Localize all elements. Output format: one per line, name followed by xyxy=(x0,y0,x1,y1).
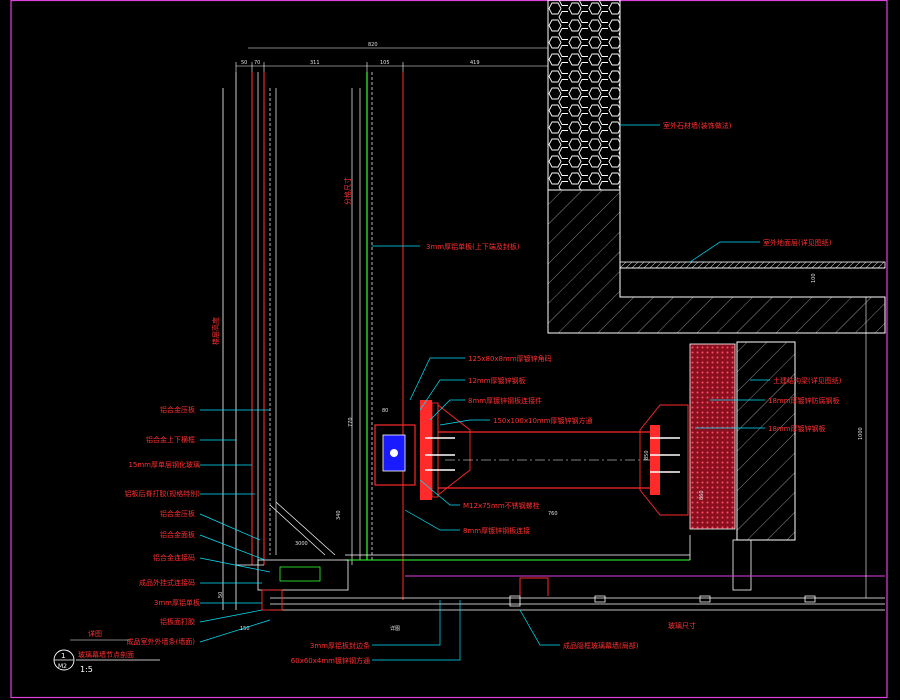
label-center-3: 12mm厚镀锌钢板 xyxy=(468,376,526,385)
label-right-2: 室外地面层(详见图纸) xyxy=(763,238,832,247)
label-center-8: 3mm厚铝板封边条 xyxy=(310,641,370,650)
label-center-7: 8mm厚镀锌钢板连接 xyxy=(463,526,530,535)
label-right-4: 18mm厚镀锌防腐钢板 xyxy=(768,396,840,405)
dim-860: 860 xyxy=(699,490,705,500)
label-left-6: 铝合金面板 xyxy=(160,530,195,539)
dim-760: 760 xyxy=(548,511,558,517)
detail-title: 玻璃幕墙节点剖面 xyxy=(78,650,134,659)
dim-right-step: 100 xyxy=(811,273,817,283)
detail-scale: 1:5 xyxy=(80,665,93,674)
note-grid-size: 分格尺寸 xyxy=(343,177,352,205)
dim-150: 3000 xyxy=(295,541,308,547)
dim-seg-5: 419 xyxy=(470,60,480,66)
label-left-3: 15mm厚单层钢化玻璃 xyxy=(128,460,200,469)
label-left-4: 铝板后脊打胶(规格特别) xyxy=(125,489,201,498)
structure-wall xyxy=(547,0,886,334)
center-labels: 3mm厚铝单板(上下端及封板) 125x80x8mm厚镀锌角码 12mm厚镀锌钢… xyxy=(291,242,639,665)
label-right-5: 18mm厚镀锌钢板 xyxy=(768,424,826,433)
title-block: 详图 1 M2 玻璃幕墙节点剖面 1:5 xyxy=(53,629,160,674)
right-labels: 室外石材墙(装饰做法) 室外地面层(详见图纸) 土建结构梁(详见图纸) 18mm… xyxy=(663,121,842,433)
dim-340: 340 xyxy=(336,510,342,520)
label-left-5: 铝合金压板 xyxy=(160,509,195,518)
detail-sheet: M2 xyxy=(58,663,67,670)
curtain-wall-lines xyxy=(222,72,404,610)
steel-bracket xyxy=(374,400,689,516)
label-center-4: 8mm厚镀锌钢板连接件 xyxy=(468,396,542,405)
detail-number: 1 xyxy=(61,652,65,660)
dim-right-height: 1000 xyxy=(858,427,864,440)
right-dimension: 1000 100 xyxy=(811,273,867,598)
dim-seg-2: 70 xyxy=(254,60,260,66)
label-right-1: 室外石材墙(装饰做法) xyxy=(663,121,732,130)
dim-850: 850 xyxy=(644,450,650,460)
label-left-10: 铝板面打胶 xyxy=(160,617,195,626)
leader-lines xyxy=(199,124,770,661)
label-center-1: 3mm厚铝单板(上下端及封板) xyxy=(426,242,520,251)
title-tag: 详图 xyxy=(88,629,102,638)
top-dimensions: 820 50 70 311 105 419 xyxy=(235,42,549,72)
dim-seg-4: 105 xyxy=(380,60,390,66)
label-center-10: 成品隐框玻璃幕墙(局部) xyxy=(563,641,639,650)
dim-seg-3: 311 xyxy=(310,60,320,66)
dim-seg-1: 50 xyxy=(241,60,247,66)
label-right-3: 土建结构梁(详见图纸) xyxy=(773,376,842,385)
dim-3000: 详图 xyxy=(390,625,400,632)
label-left-7: 铝合金连接码 xyxy=(153,553,195,562)
sheet-frame xyxy=(10,0,888,699)
dim-bracket-80: 80 xyxy=(382,408,388,414)
label-left-11: 成品室外外墙条(墙面) xyxy=(127,637,196,646)
dim-770: 770 xyxy=(348,417,354,427)
dim-100: 50 xyxy=(218,592,224,598)
inner-dimensions: 80 770 340 760 850 860 50 150 3000 详图 xyxy=(218,408,705,632)
label-left-2: 铝合金上下横框 xyxy=(146,435,195,444)
note-glass-size: 玻璃尺寸 xyxy=(668,621,696,630)
label-center-6: M12x75mm不锈钢螺栓 xyxy=(463,501,540,510)
label-left-9: 3mm厚铝单板 xyxy=(154,598,200,607)
label-center-2: 125x80x8mm厚镀锌角码 xyxy=(468,354,552,363)
soffit-panel xyxy=(257,535,885,611)
label-left-1: 铝合金压板 xyxy=(160,405,195,414)
left-labels: 铝合金压板 铝合金上下横框 15mm厚单层钢化玻璃 铝板后脊打胶(规格特别) 铝… xyxy=(125,405,201,646)
label-center-9: 60x60x4mm镀锌钢方通 xyxy=(291,656,370,665)
label-center-5: 150x100x10mm厚镀锌钢方通 xyxy=(493,416,593,425)
label-left-8: 成品外挂式连接码 xyxy=(139,578,195,587)
dim-overall: 820 xyxy=(368,42,378,48)
dim-50: 150 xyxy=(240,626,250,632)
structure-beam xyxy=(689,341,796,591)
note-floor-height: 楼层高度 xyxy=(211,317,220,345)
